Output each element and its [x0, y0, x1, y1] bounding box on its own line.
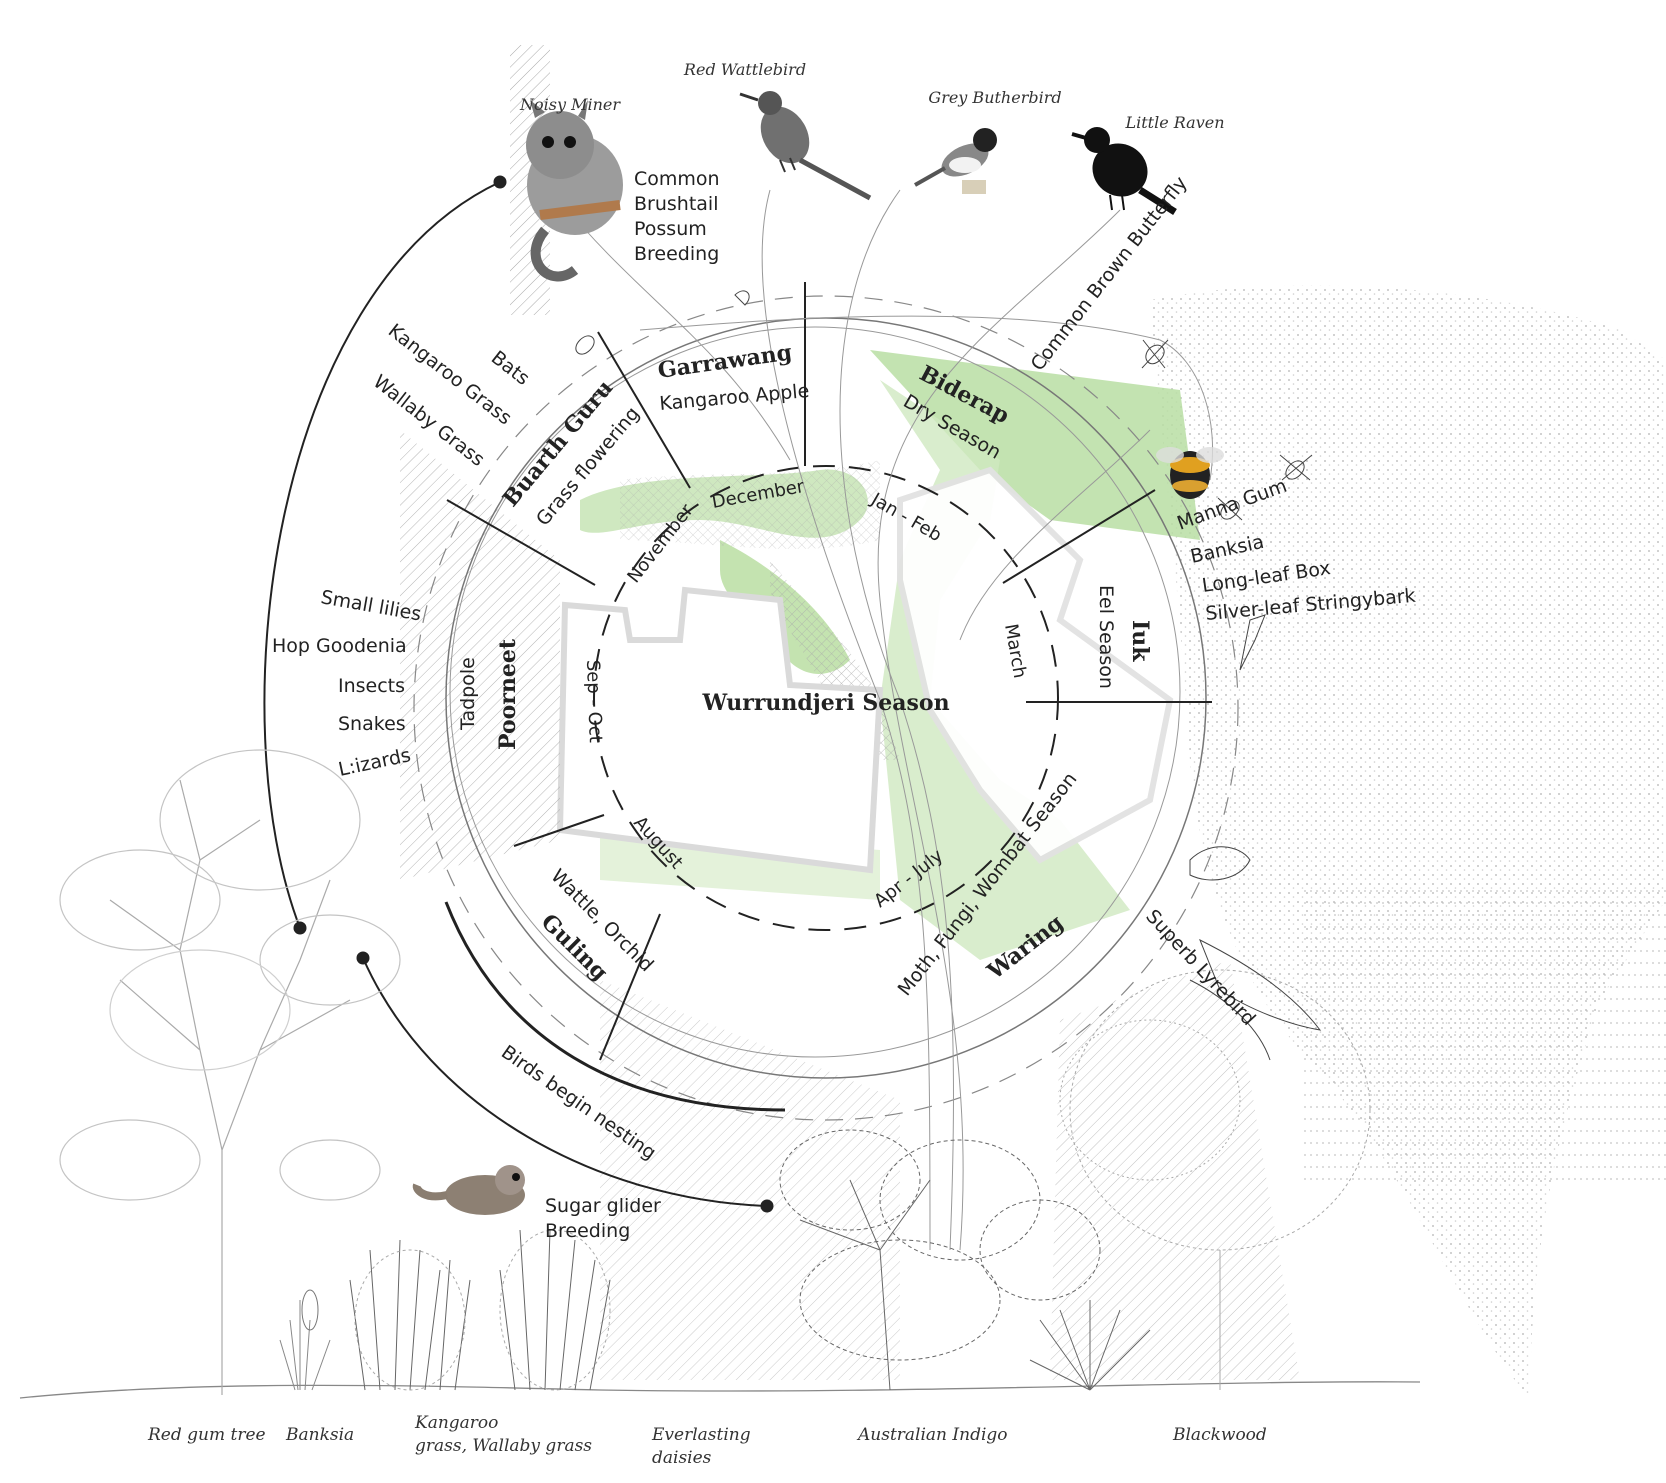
- possum-line-3: Possum: [634, 218, 707, 240]
- possum-line-2: Brushtail: [634, 193, 718, 215]
- bird-label-grey-butcherbird: Grey Butherbird: [928, 88, 1061, 107]
- indigo-shrub: [779, 1129, 1101, 1391]
- season-name-iuk: Iuk: [1127, 620, 1153, 662]
- season-name-garrawang: Garrawang: [656, 339, 793, 384]
- bird-label-red-wattlebird: Red Wattlebird: [683, 60, 806, 79]
- plant-label-banksia: Banksia: [285, 1425, 354, 1445]
- sugar-glider-illustration: [412, 1165, 525, 1215]
- bird-label-noisy-miner: Noisy Miner: [519, 95, 621, 114]
- glider-line-2: Breeding: [545, 1220, 630, 1242]
- grass-clumps: [349, 1229, 611, 1391]
- season-subtitle-garrawang: Kangaroo Apple: [659, 380, 811, 415]
- life-cycle-arcs: [263, 175, 786, 1213]
- bird-label-little-raven: Little Raven: [1124, 113, 1224, 132]
- poorneet-item: Insects: [338, 675, 405, 697]
- flight-lines: [559, 189, 1214, 1251]
- center-title: Wurrundjeri Season: [701, 690, 949, 716]
- grey-butcherbird-illustration: [914, 128, 997, 194]
- plant-label-indigo: Australian Indigo: [856, 1425, 1008, 1445]
- label-bats: Bats: [487, 347, 534, 390]
- plant-label-daisies: daisies: [652, 1448, 712, 1468]
- poorneet-item: Snakes: [338, 713, 406, 735]
- possum-illustration: [526, 100, 623, 282]
- plant-label-red-gum: Red gum tree: [147, 1425, 266, 1445]
- glider-line-1: Sugar glider: [545, 1195, 661, 1217]
- insect-sketches: [575, 290, 1322, 1061]
- little-raven-illustration: [1071, 127, 1177, 215]
- fern-plant: [1029, 1300, 1151, 1391]
- plant-labels: Red gum tree Banksia Kangaroo grass, Wal…: [147, 1413, 1267, 1468]
- season-name-poorneet: Poorneet: [495, 638, 521, 750]
- poorneet-list: Small lilies Hop Goodenia Insects Snakes…: [272, 586, 423, 781]
- red-wattlebird-illustration: [739, 91, 872, 201]
- blackwood-tree: [1059, 969, 1371, 1390]
- plant-label-kangaroo-grass: Kangaroo: [414, 1413, 498, 1433]
- plant-label-blackwood: Blackwood: [1172, 1425, 1267, 1445]
- banksia-plant: [279, 1289, 331, 1391]
- poorneet-item: Hop Goodenia: [272, 635, 407, 657]
- season-subtitle-iuk: Eel Season: [1095, 585, 1117, 689]
- red-gum-tree: [59, 749, 401, 1395]
- possum-line-4: Breeding: [634, 243, 719, 265]
- plant-label-wallaby-grass: grass, Wallaby grass: [415, 1436, 592, 1456]
- season-dividers: [446, 282, 1212, 1061]
- month-sep-oct: Sep - Oct: [582, 659, 606, 743]
- season-subtitle-poorneet: Tadpole: [457, 657, 479, 731]
- site-plan: [556, 350, 1200, 960]
- season-rings: [413, 295, 1239, 1121]
- possum-text: Common Brushtail Possum Breeding: [634, 168, 720, 265]
- bee-illustration: [1156, 447, 1224, 499]
- stipple-canopy: [1150, 285, 1666, 1400]
- possum-line-1: Common: [634, 168, 720, 190]
- plant-label-everlasting: Everlasting: [651, 1425, 751, 1445]
- ground-line: [19, 1381, 1421, 1399]
